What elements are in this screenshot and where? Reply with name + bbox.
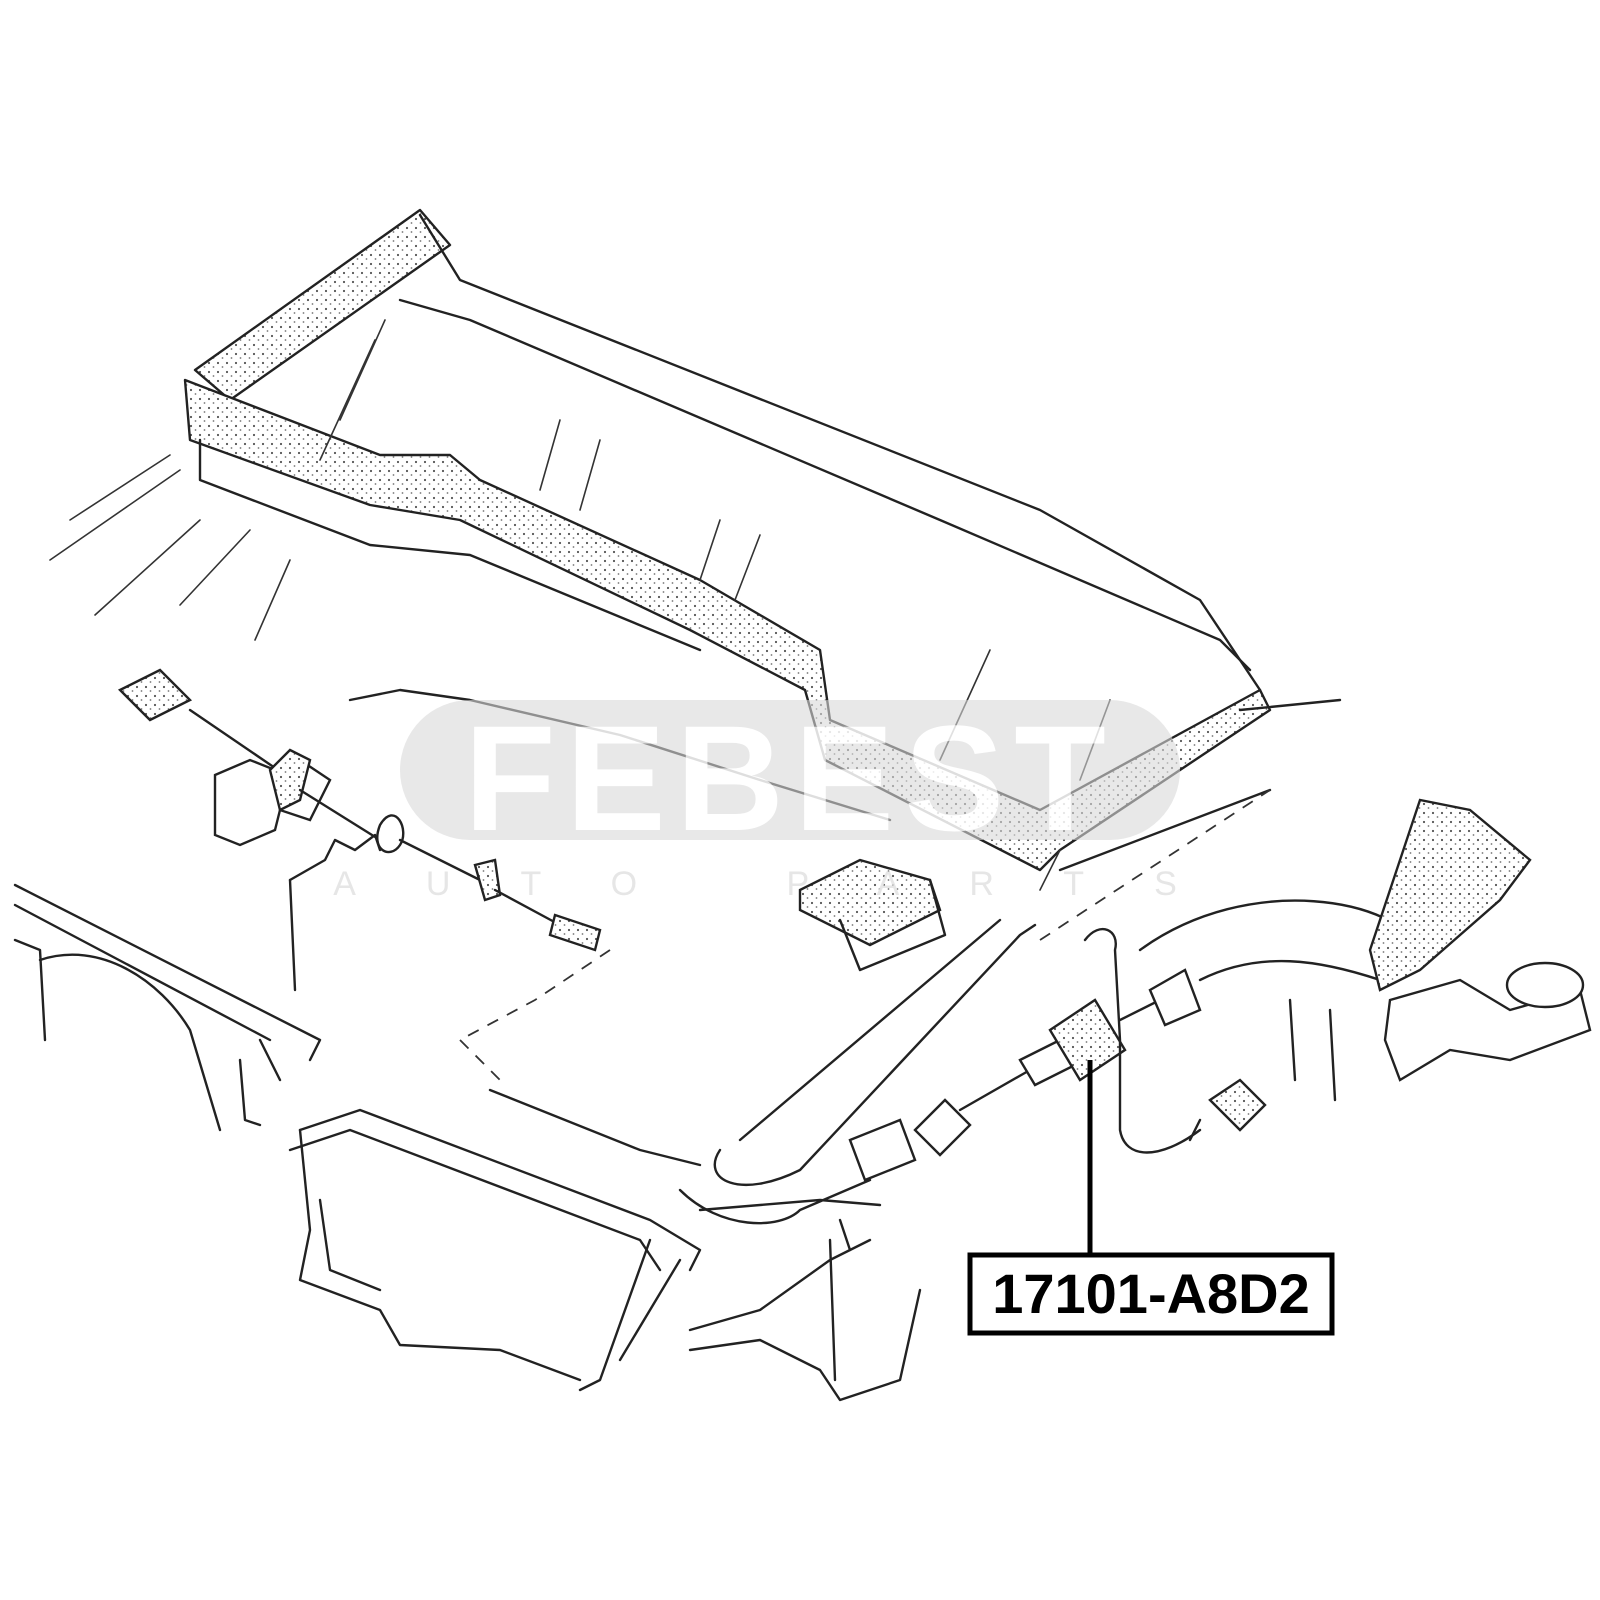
hood-hinge xyxy=(1288,798,1592,1102)
left-fender xyxy=(13,883,322,1132)
watermark-tagline: AUTO PARTS xyxy=(333,865,1247,903)
part-number-label: 17101-A8D2 xyxy=(992,1262,1310,1325)
watermark: FEBEST AUTO PARTS xyxy=(333,694,1247,903)
cowl-panel xyxy=(183,208,1272,891)
watermark-band xyxy=(400,700,1180,840)
front-bumper xyxy=(688,1198,922,1402)
radiator-support xyxy=(288,1108,702,1392)
callout-box xyxy=(967,1252,1335,1336)
release-lever xyxy=(117,668,602,992)
watermark-brand: FEBEST xyxy=(464,694,1116,862)
cable-clip xyxy=(1188,1078,1267,1142)
part-callout: 17101-A8D2 xyxy=(967,1060,1335,1336)
latch-bracket xyxy=(798,858,947,972)
cable-routing-dashed xyxy=(459,789,1271,1081)
cable-bushing xyxy=(1048,998,1127,1082)
hood-cable xyxy=(488,899,1422,1225)
